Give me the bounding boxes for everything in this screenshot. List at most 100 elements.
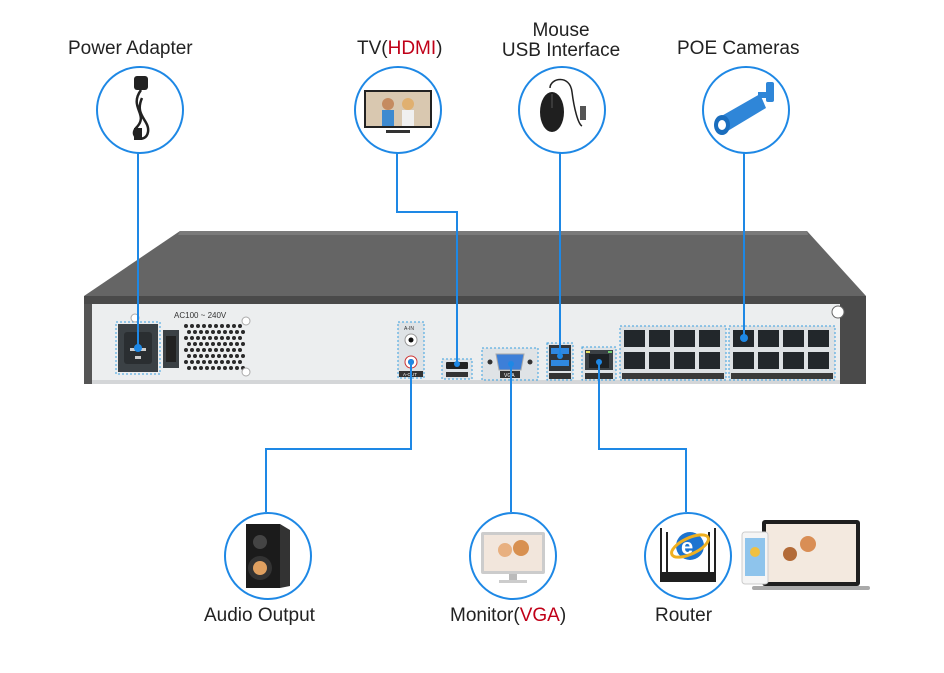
vent-hole [229, 330, 233, 334]
vent-hole [235, 366, 239, 370]
vent-hole [196, 336, 200, 340]
vent-hole [187, 330, 191, 334]
svg-text:A-IN: A-IN [404, 326, 414, 332]
lan-port [581, 346, 617, 381]
ground-screw [831, 305, 845, 319]
vent-hole [220, 360, 224, 364]
screw [241, 316, 251, 326]
svg-text:VGA: VGA [504, 373, 515, 379]
vent-hole [217, 330, 221, 334]
vent-grille [184, 324, 245, 370]
vent-hole [193, 366, 197, 370]
poe-port [624, 352, 645, 369]
vent-hole [211, 366, 215, 370]
vent-hole [214, 336, 218, 340]
poe-port [649, 352, 670, 369]
vent-hole [193, 330, 197, 334]
poe-port [699, 330, 720, 347]
tv-hdmi-label: TV(HDMI) [357, 38, 443, 59]
power-adapter-circle [96, 66, 184, 154]
tv-icon [364, 90, 432, 133]
poe-port [649, 330, 670, 347]
voltage-label: AC100 ~ 240V [174, 311, 227, 320]
poe-port [733, 330, 754, 347]
poe-port [733, 352, 754, 369]
hdmi-port [441, 358, 473, 380]
mouse-circle [518, 66, 606, 154]
vent-hole [235, 342, 239, 346]
vent-hole [217, 354, 221, 358]
poe-port [783, 330, 804, 347]
nvr-top-cover [84, 231, 866, 296]
power-adapter-label: Power Adapter [68, 38, 193, 59]
poe-port [758, 352, 779, 369]
mouse-usb-label: Mouse USB Interface [501, 20, 621, 61]
vent-hole [202, 348, 206, 352]
poe-port [699, 352, 720, 369]
vent-hole [232, 360, 236, 364]
vent-hole [190, 348, 194, 352]
vent-hole [184, 324, 188, 328]
poe-port [674, 330, 695, 347]
vent-hole [202, 324, 206, 328]
vent-hole [208, 348, 212, 352]
vent-hole [229, 366, 233, 370]
vent-hole [229, 354, 233, 358]
vent-hole [232, 348, 236, 352]
vent-hole [241, 342, 245, 346]
vent-hole [196, 360, 200, 364]
vent-hole [226, 324, 230, 328]
vent-hole [235, 330, 239, 334]
poe-port [808, 352, 829, 369]
vent-hole [232, 336, 236, 340]
vent-hole [184, 348, 188, 352]
vent-hole [226, 348, 230, 352]
vent-hole [193, 342, 197, 346]
vent-hole [238, 348, 242, 352]
poe-port [783, 352, 804, 369]
vent-hole [196, 324, 200, 328]
vent-hole [220, 348, 224, 352]
poe-port [808, 330, 829, 347]
vent-hole [214, 360, 218, 364]
vent-hole [214, 348, 218, 352]
vent-hole [214, 324, 218, 328]
audio-ports: A-IN A-OUT [397, 321, 425, 379]
vent-hole [241, 354, 245, 358]
vent-hole [199, 366, 203, 370]
vent-hole [211, 354, 215, 358]
router-circle: e [644, 512, 732, 600]
router-label: Router [655, 605, 713, 626]
vent-hole [232, 324, 236, 328]
vent-hole [235, 354, 239, 358]
poe-label-strip [622, 373, 724, 379]
vent-hole [190, 324, 194, 328]
vent-hole [226, 336, 230, 340]
power-cord-icon [132, 76, 150, 140]
vent-hole [190, 360, 194, 364]
audio-output-circle [224, 512, 312, 600]
vent-hole [238, 336, 242, 340]
vent-hole [211, 342, 215, 346]
poe-port [624, 330, 645, 347]
vent-hole [220, 336, 224, 340]
usb-ports [546, 342, 574, 381]
vent-hole [241, 330, 245, 334]
vent-hole [187, 342, 191, 346]
vent-hole [199, 342, 203, 346]
vent-hole [199, 354, 203, 358]
laptop-phone-icon [741, 520, 870, 590]
vent-hole [199, 330, 203, 334]
svg-text:A-OUT: A-OUT [403, 372, 417, 377]
poe-cameras-circle [702, 66, 790, 154]
mouse-icon [540, 78, 586, 132]
vent-hole [223, 342, 227, 346]
vent-hole [205, 342, 209, 346]
vent-hole [196, 348, 200, 352]
vent-hole [211, 330, 215, 334]
monitor-circle [469, 512, 557, 600]
vent-hole [229, 342, 233, 346]
vent-hole [208, 360, 212, 364]
vent-hole [208, 336, 212, 340]
